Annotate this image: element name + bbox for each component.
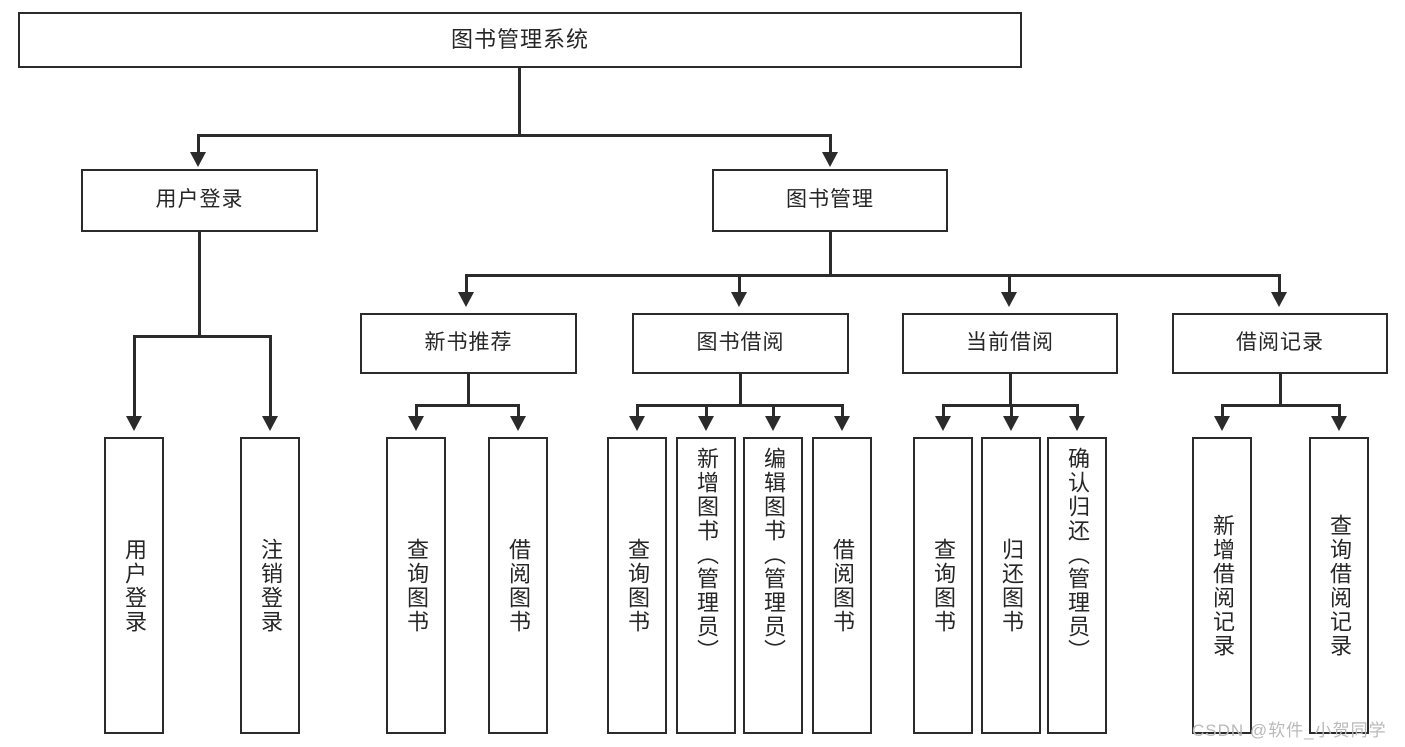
leaf-label: 编辑图书（管理员） (760, 447, 786, 663)
leaf-label: 确认归还（管理员） (1064, 447, 1090, 663)
connector-bb-leaf-1 (636, 404, 639, 418)
connector-user-login-stem (198, 232, 201, 337)
connector-br-leaf-2 (1338, 404, 1341, 418)
node-book-borrow[interactable]: 图书借阅 (632, 313, 849, 374)
arrowhead-nb-leaf-2 (510, 416, 526, 431)
node-label: 用户登录 (155, 188, 244, 212)
connector-user-login-bus (133, 335, 272, 338)
csdn-watermark: CSDN @软件_小贺同学 (1192, 721, 1387, 740)
connector-to-book-borrow (738, 274, 741, 294)
connector-to-current-borrow (1008, 274, 1011, 294)
connector-cb-leaf-3 (1076, 404, 1079, 418)
node-label: 图书管理 (786, 188, 874, 212)
leaf-add-borrow-record[interactable]: 新增借阅记录 (1192, 437, 1252, 734)
connector-user-login-right (269, 335, 272, 418)
arrowhead-nb-leaf-1 (408, 416, 424, 431)
arrowhead-cb-leaf-3 (1069, 416, 1085, 431)
connector-root-to-user-login (197, 134, 200, 154)
arrowhead-bb-leaf-4 (834, 416, 850, 431)
connector-bb-leaf-4 (841, 404, 844, 418)
connector-new-book-leaf-2 (517, 404, 520, 418)
leaf-label: 查询图书 (624, 537, 650, 634)
arrowhead-leaf-logout (262, 416, 278, 431)
connector-book-management-bus (465, 274, 1279, 277)
connector-cb-leaf-1 (942, 404, 945, 418)
connector-book-management-stem (829, 232, 832, 277)
leaf-label: 注销登录 (257, 537, 283, 634)
leaf-confirm-return-admin[interactable]: 确认归还（管理员） (1047, 437, 1107, 734)
connector-br-leaf-1 (1221, 404, 1224, 418)
node-current-borrow[interactable]: 当前借阅 (902, 313, 1118, 374)
leaf-add-book-admin[interactable]: 新增图书（管理员） (676, 437, 736, 734)
connector-new-book-leaf-1 (415, 404, 418, 418)
connector-root-to-book-management (829, 134, 832, 154)
leaf-edit-book-admin[interactable]: 编辑图书（管理员） (743, 437, 803, 734)
connector-borrow-record-stem (1279, 374, 1282, 406)
arrowhead-bb-leaf-2 (698, 416, 714, 431)
arrowhead-leaf-user-login (126, 416, 142, 431)
node-label: 图书管理系统 (450, 27, 589, 53)
connector-root-stem (518, 68, 521, 135)
node-book-management[interactable]: 图书管理 (712, 169, 948, 232)
connector-book-borrow-stem (739, 374, 742, 406)
leaf-label: 用户登录 (121, 537, 147, 634)
leaf-label: 查询借阅记录 (1326, 513, 1352, 658)
connector-cb-leaf-2 (1010, 404, 1013, 418)
node-label: 当前借阅 (966, 331, 1054, 355)
connector-bb-leaf-2 (705, 404, 708, 418)
leaf-label: 查询图书 (930, 537, 956, 634)
leaf-query-borrow-record[interactable]: 查询借阅记录 (1309, 437, 1369, 734)
leaf-label: 归还图书 (998, 537, 1024, 634)
arrowhead-bb-leaf-1 (629, 416, 645, 431)
leaf-user-login[interactable]: 用户登录 (104, 437, 164, 734)
leaf-query-book-new[interactable]: 查询图书 (386, 437, 446, 734)
leaf-label: 查询图书 (403, 537, 429, 634)
leaf-label: 借阅图书 (829, 537, 855, 634)
arrowhead-new-book-recommend (458, 292, 474, 307)
node-label: 图书借阅 (696, 331, 785, 355)
leaf-query-book-borrow[interactable]: 查询图书 (607, 437, 667, 734)
connector-to-new-book (465, 274, 468, 294)
arrowhead-cb-leaf-1 (935, 416, 951, 431)
arrowhead-user-login (190, 152, 206, 167)
leaf-label: 新增借阅记录 (1209, 513, 1235, 658)
arrowhead-cb-leaf-2 (1003, 416, 1019, 431)
leaf-label: 借阅图书 (505, 537, 531, 634)
arrowhead-current-borrow (1001, 292, 1017, 307)
connector-root-bus (197, 134, 831, 137)
arrowhead-bb-leaf-3 (765, 416, 781, 431)
node-user-login[interactable]: 用户登录 (81, 169, 318, 232)
leaf-query-book-current[interactable]: 查询图书 (913, 437, 973, 734)
connector-new-book-stem (467, 374, 470, 406)
connector-user-login-left (133, 335, 136, 418)
connector-to-borrow-record (1278, 274, 1281, 294)
arrowhead-br-leaf-2 (1331, 416, 1347, 431)
node-label: 新书推荐 (424, 331, 513, 355)
connector-bb-leaf-3 (772, 404, 775, 418)
connector-new-book-bus (415, 404, 520, 407)
node-new-book-recommend[interactable]: 新书推荐 (360, 313, 577, 374)
connector-borrow-record-bus (1221, 404, 1340, 407)
leaf-label: 新增图书（管理员） (693, 447, 719, 663)
leaf-logout[interactable]: 注销登录 (240, 437, 300, 734)
arrowhead-book-borrow (731, 292, 747, 307)
arrowhead-br-leaf-1 (1214, 416, 1230, 431)
node-label: 借阅记录 (1236, 331, 1324, 355)
node-borrow-record[interactable]: 借阅记录 (1172, 313, 1388, 374)
arrowhead-book-management (822, 152, 838, 167)
node-root-book-management-system[interactable]: 图书管理系统 (18, 12, 1022, 68)
connector-current-borrow-stem (1009, 374, 1012, 406)
leaf-borrow-book-new[interactable]: 借阅图书 (488, 437, 548, 734)
leaf-borrow-book[interactable]: 借阅图书 (812, 437, 872, 734)
arrowhead-borrow-record (1271, 292, 1287, 307)
connector-book-borrow-bus (636, 404, 844, 407)
leaf-return-book[interactable]: 归还图书 (981, 437, 1041, 734)
